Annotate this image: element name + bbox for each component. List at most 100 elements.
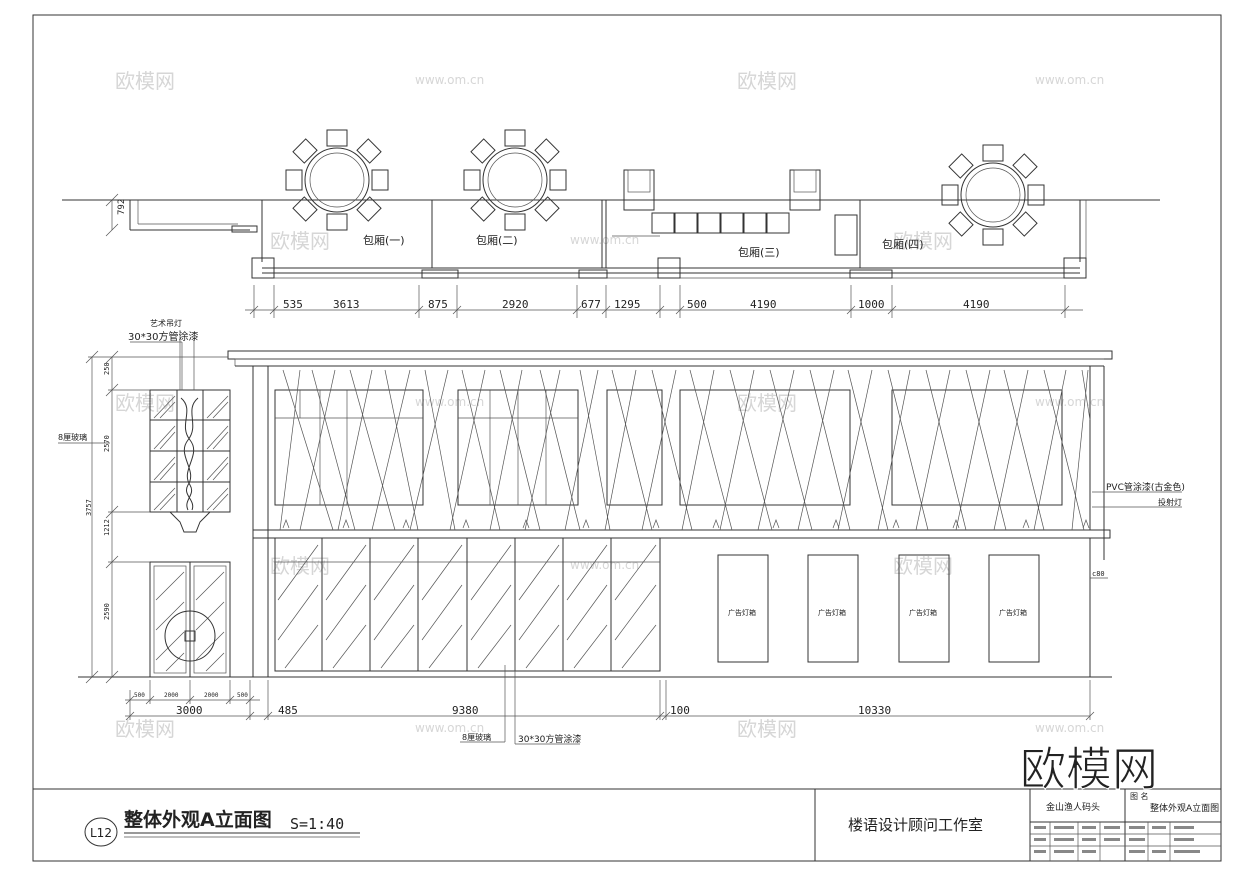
watermark: www.om.cn — [570, 558, 639, 572]
dimension-text: 3000 — [176, 704, 203, 717]
dimension-text: 792 — [117, 199, 127, 215]
watermark: 欧模网 — [737, 69, 797, 93]
title-block: 楼语设计顾问工作室 金山渔人码头 图 名 整体外观A立面图 — [814, 788, 1222, 862]
watermark: 欧模网 — [270, 554, 330, 578]
dimension-text: 1000 — [858, 298, 885, 311]
ad-lightbox — [717, 554, 769, 663]
watermark: www.om.cn — [1035, 395, 1104, 409]
ad-lightbox-label: 广告灯箱 — [728, 608, 756, 617]
dimension-tick — [105, 193, 119, 207]
dimension-ticks — [249, 285, 1070, 318]
dimension-text: 4190 — [750, 298, 777, 311]
square-tube-label: 30*30方管涂漆 — [128, 330, 198, 343]
glass-curtain-wall — [274, 537, 661, 672]
watermark: 欧模网 — [893, 554, 953, 578]
dimension-text: 500 — [134, 692, 145, 699]
spotlights — [282, 519, 1090, 529]
watermark: www.om.cn — [415, 395, 484, 409]
room-label: 包厢(三) — [738, 246, 780, 259]
sheet-number-badge — [84, 817, 118, 847]
dimension-text: 677 — [581, 298, 601, 311]
dimension-text: 10330 — [858, 704, 891, 717]
dimension-text: 250 — [103, 362, 111, 375]
title-block-frame — [814, 788, 1222, 862]
watermark: www.om.cn — [1035, 73, 1104, 87]
elevation: 广告灯箱 广告灯箱 广告灯箱 广告灯箱 艺术吊灯 30*30方管涂漆 8厘玻璃 … — [58, 318, 1185, 745]
ad-lightbox — [898, 554, 950, 663]
dimension-text: 500 — [237, 692, 248, 699]
ad-lightbox — [988, 554, 1040, 663]
dimension-text: 500 — [687, 298, 707, 311]
dimension-text: 2570 — [103, 435, 111, 452]
floor-plan: 包厢(一) 包厢(二) 包厢(三) 包厢(四) 792 — [62, 129, 1160, 318]
watermark-layer: 欧模网 www.om.cn 欧模网 www.om.cn 欧模网 www.om.c… — [115, 69, 1104, 741]
dimension-ticks — [85, 350, 228, 684]
plan-column — [849, 269, 893, 279]
art-lamp-label: 艺术吊灯 — [150, 318, 182, 328]
plan-column — [421, 269, 459, 279]
pvc-label: PVC管涂漆(古金色) — [1106, 481, 1185, 493]
watermark: 欧模网 — [893, 229, 953, 253]
round-table-icon — [285, 129, 389, 231]
round-table-icon — [941, 144, 1045, 246]
drawing-scale: S=1:40 — [290, 815, 344, 833]
dimension-ticks — [125, 680, 1095, 721]
dimension-tick — [105, 223, 119, 237]
ad-lightbox — [807, 554, 859, 663]
watermark: 欧模网 — [115, 69, 175, 93]
watermark: www.om.cn — [415, 73, 484, 87]
dimension-text: 1212 — [103, 519, 111, 536]
dimension-text: 485 — [278, 704, 298, 717]
watermark: 欧模网 — [737, 391, 797, 415]
title-block-grid — [1030, 822, 1221, 861]
drawing-name: 整体外观A立面图 — [1150, 802, 1219, 814]
watermark: www.om.cn — [1035, 721, 1104, 735]
dimension-text: 1295 — [614, 298, 641, 311]
ad-lightbox-label: 广告灯箱 — [818, 608, 846, 617]
title-block-cells — [1034, 826, 1200, 853]
room-label: 包厢(一) — [363, 234, 405, 247]
dimension-text: c80 — [1092, 570, 1105, 578]
dimension-text: 535 — [283, 298, 303, 311]
sheet-number: L12 — [90, 826, 112, 840]
dimension-text: 2590 — [103, 603, 111, 620]
square-tube-label: 30*30方管涂漆 — [518, 733, 581, 745]
project-name: 金山渔人码头 — [1046, 801, 1100, 813]
sheet-frame — [32, 14, 1222, 862]
round-table-icon — [463, 129, 567, 231]
pvc-lattice — [279, 369, 1091, 531]
dimension-text: 3757 — [85, 499, 93, 516]
watermark: www.om.cn — [570, 233, 639, 247]
left-pavilion — [149, 330, 231, 678]
plan-column — [251, 257, 275, 279]
dimension-text: 4190 — [963, 298, 990, 311]
glass-label: 8厘玻璃 — [58, 432, 87, 442]
ad-lightbox-label: 广告灯箱 — [999, 608, 1027, 617]
watermark: 欧模网 — [737, 717, 797, 741]
drawing-title: 整体外观A立面图 — [124, 808, 272, 831]
dimension-text: 9380 — [452, 704, 479, 717]
watermark: 欧模网 — [270, 229, 330, 253]
watermark: 欧模网 — [115, 391, 175, 415]
watermark: www.om.cn — [415, 721, 484, 735]
room-label: 包厢(二) — [476, 234, 518, 247]
plan-column — [231, 225, 258, 233]
spotlight-label: 投射灯 — [1158, 497, 1182, 507]
dimension-text: 100 — [670, 704, 690, 717]
dimension-text: 875 — [428, 298, 448, 311]
glass-label: 8厘玻璃 — [462, 732, 491, 742]
plan-column — [657, 257, 681, 279]
watermark: 欧模网 — [115, 717, 175, 741]
ad-lightbox-label: 广告灯箱 — [909, 608, 937, 617]
room-label: 包厢(四) — [882, 238, 924, 251]
dimension-text: 2000 — [204, 692, 219, 699]
dimension-text: 2000 — [164, 692, 179, 699]
studio-name: 楼语设计顾问工作室 — [848, 816, 983, 834]
plan-column — [1063, 257, 1087, 279]
plan-column — [578, 269, 608, 279]
sofa-set-icon — [612, 169, 858, 256]
dimension-text: 3613 — [333, 298, 360, 311]
dimension-text: 2920 — [502, 298, 529, 311]
title-area: L12 整体外观A立面图 S=1:40 — [84, 808, 360, 847]
